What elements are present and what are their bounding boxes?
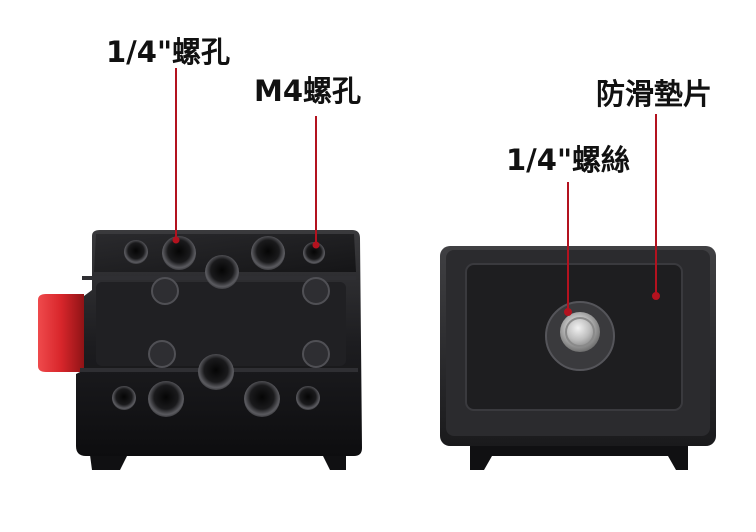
bottom-row-hole [148,381,184,417]
bottom-row-hole [296,386,320,410]
bottom-row-hole [112,386,136,410]
label-quarter-inch-hole: 1/4"螺孔 [106,35,231,69]
hex-screw [302,340,330,368]
quick-release-clamp [38,230,362,470]
center-upper-hole [205,255,239,289]
top-row-hole [251,236,285,270]
hex-screw [148,340,176,368]
label-anti-slip-pad: 防滑墊片 [596,77,713,111]
clamp-red-knob [38,294,84,372]
callout-leaders [172,68,660,316]
m4-threaded-hole [303,242,325,264]
quarter-inch-threaded-hole [162,236,196,270]
quick-release-plate [440,246,716,470]
center-lower-hole [198,354,234,390]
hex-screw [302,277,330,305]
label-quarter-inch-screw: 1/4"螺絲 [506,143,631,177]
bottom-row-hole [244,381,280,417]
hex-screw [151,277,179,305]
label-m4-hole: M4螺孔 [254,74,362,108]
top-row-hole [124,240,148,264]
